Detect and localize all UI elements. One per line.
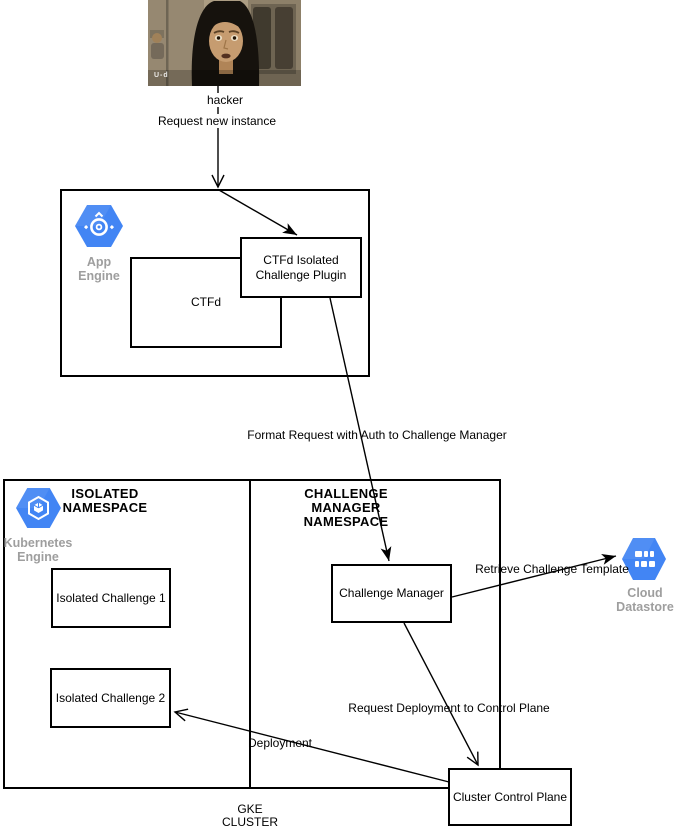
cloud-datastore-caption: Cloud Datastore — [616, 586, 674, 614]
kubernetes-engine-icon — [16, 488, 61, 533]
node-ctfd-plugin: CTFd Isolated Challenge Plugin — [240, 237, 362, 298]
deployment-label: Deployment — [247, 736, 313, 750]
gke-cluster-caption: GKE CLUSTER — [221, 802, 279, 829]
namespace-divider — [249, 481, 251, 787]
app-engine-group-box — [60, 189, 370, 377]
request-deployment-label: Request Deployment to Control Plane — [348, 701, 550, 715]
hacker-photo: U-d — [148, 0, 301, 86]
app-engine-caption: App Engine — [78, 255, 120, 283]
node-ctfd-label: CTFd — [191, 295, 221, 309]
hacker-label: hacker — [203, 93, 247, 107]
node-challenge-manager: Challenge Manager — [331, 564, 452, 623]
retrieve-template-label: Retrieve Challenge Template — [475, 562, 629, 576]
node-challenge-manager-label: Challenge Manager — [339, 586, 444, 600]
hacker-photo-art — [148, 0, 301, 86]
request-new-instance-label: Request new instance — [154, 114, 280, 128]
network-watermark: U-d — [154, 72, 169, 79]
node-isolated-challenge-2-label: Isolated Challenge 2 — [55, 690, 166, 705]
node-isolated-challenge-1: Isolated Challenge 1 — [51, 568, 171, 628]
app-engine-icon — [75, 205, 123, 252]
format-request-label: Format Request with Auth to Challenge Ma… — [247, 428, 507, 442]
node-cluster-control-plane-label: Cluster Control Plane — [452, 789, 568, 804]
kubernetes-engine-caption: Kubernetes Engine — [3, 536, 73, 564]
isolated-namespace-title: ISOLATED NAMESPACE — [62, 486, 148, 515]
gke-cluster-box — [3, 479, 501, 789]
node-isolated-challenge-1-label: Isolated Challenge 1 — [56, 590, 166, 605]
node-ctfd-plugin-label: CTFd Isolated Challenge Plugin — [255, 252, 347, 282]
challenge-manager-namespace-title: CHALLENGE MANAGER NAMESPACE — [303, 486, 389, 529]
cloud-datastore-icon — [622, 538, 666, 585]
node-isolated-challenge-2: Isolated Challenge 2 — [50, 668, 171, 728]
node-cluster-control-plane: Cluster Control Plane — [448, 768, 572, 826]
